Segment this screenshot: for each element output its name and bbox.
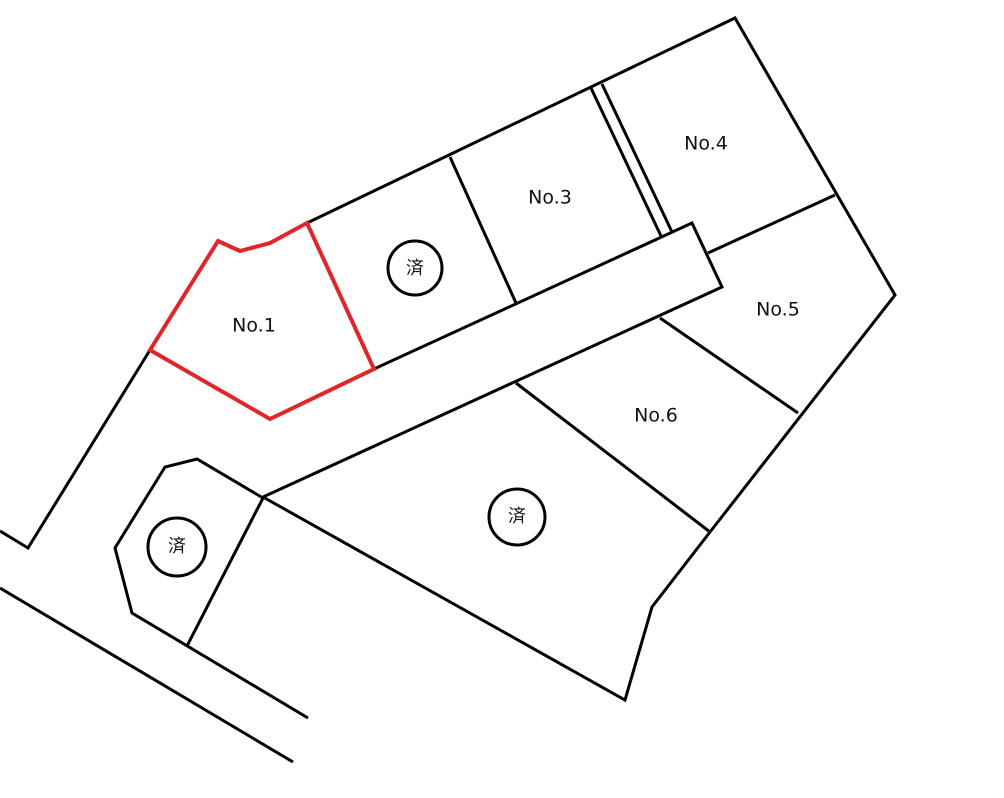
divider-4-5 — [707, 193, 836, 255]
lot-2-label: 済 — [406, 258, 424, 279]
lot-7-label: 済 — [508, 506, 526, 527]
corner-lot — [113, 457, 309, 720]
lot-8-label: 済 — [168, 536, 186, 557]
lot-5-label: No.5 — [756, 299, 800, 321]
divider-6-7 — [515, 381, 711, 534]
corner-lot-divider — [185, 497, 265, 647]
divider-5-6 — [659, 316, 799, 415]
lot-6-label: No.6 — [634, 405, 678, 427]
lot-4-label: No.4 — [684, 133, 728, 155]
lot-3-label: No.3 — [528, 187, 572, 209]
left-boundary — [0, 349, 152, 551]
sold-circle-icon — [487, 487, 547, 547]
lot-1-label: No.1 — [232, 315, 276, 337]
divider-path-4 — [600, 83, 674, 233]
road-top-edge — [262, 221, 725, 499]
divider-3-path — [589, 87, 663, 237]
divider-2-3 — [448, 156, 518, 304]
boundary-top — [262, 16, 897, 703]
lower-road-edge — [0, 586, 294, 764]
sold-circle-icon — [386, 239, 444, 297]
sold-circle-icon — [146, 516, 208, 578]
lot-1-outline[interactable] — [147, 220, 377, 422]
